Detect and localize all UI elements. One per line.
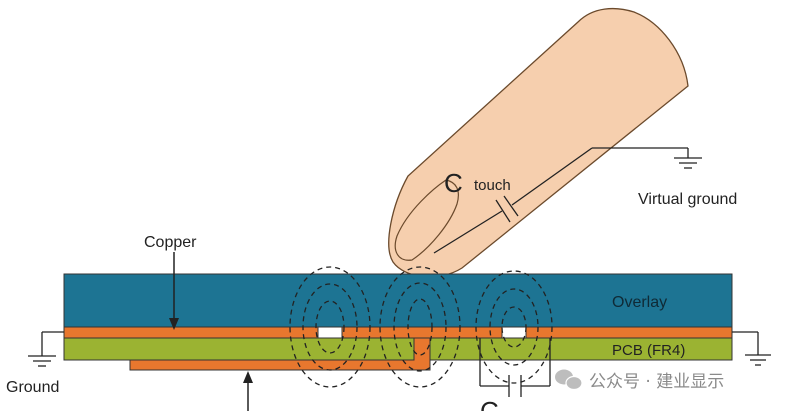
virtual-ground-label: Virtual ground [638,191,737,208]
bottom-capacitor-label: C [480,396,499,411]
ground-label: Ground [6,379,59,396]
copper-top-layer [63,326,733,339]
copper-label: Copper [144,234,197,251]
finger [388,7,689,278]
virtual-ground-wiring [433,147,702,254]
copper-arrow [169,252,179,330]
watermark: 公众号 · 建业显示 [555,369,724,392]
overlay-label: Overlay [612,294,667,311]
pcb-label: PCB (FR4) [612,342,685,359]
sensor-pad-right [501,326,527,339]
ground-symbol-right [732,331,771,366]
wechat-icon [555,369,583,391]
ground-plane-arrow [243,371,253,411]
electric-field-lines [289,266,553,388]
sensor-pad-left [317,326,343,339]
c-touch-subscript: touch [474,177,511,194]
ground-symbol-left [28,331,64,367]
c-touch-symbol: C [444,168,463,198]
watermark-text: 公众号 · 建业显示 [589,372,724,392]
copper-ground-plane [129,337,431,371]
bottom-capacitor-circuit [479,338,551,397]
fingernail [394,179,459,261]
